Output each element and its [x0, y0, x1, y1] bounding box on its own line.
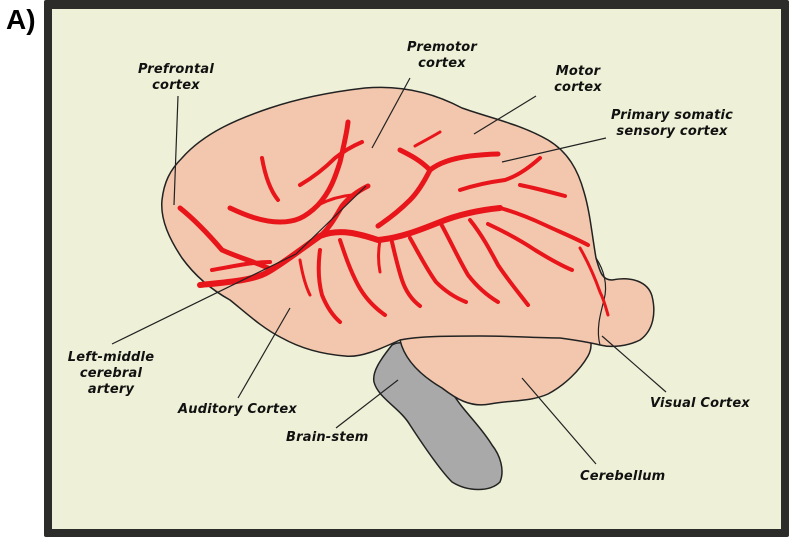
- label-premotor-line2: cortex: [382, 56, 502, 72]
- label-prefrontal: Prefrontal cortex: [120, 62, 232, 94]
- leader-visual: [602, 336, 666, 392]
- label-auditory-cortex: Auditory Cortex: [178, 402, 297, 418]
- label-artery-line3: artery: [56, 382, 166, 398]
- label-motor-line2: cortex: [528, 80, 628, 96]
- label-primary-somatic-line2: sensory cortex: [602, 124, 742, 140]
- leader-cerebellum: [522, 378, 596, 464]
- label-brain-stem: Brain-stem: [286, 430, 369, 446]
- label-primary-somatic: Primary somatic sensory cortex: [602, 108, 742, 140]
- label-primary-somatic-line1: Primary somatic: [602, 108, 742, 124]
- label-left-middle-cerebral-artery: Left-middle cerebral artery: [56, 350, 166, 398]
- cerebrum-shape: [162, 87, 654, 356]
- label-visual-cortex: Visual Cortex: [650, 396, 750, 412]
- label-cerebellum: Cerebellum: [580, 469, 665, 485]
- label-premotor-line1: Premotor: [382, 40, 502, 56]
- artery-branch: [379, 240, 381, 272]
- label-artery-line1: Left-middle: [56, 350, 166, 366]
- label-prefrontal-line1: Prefrontal: [120, 62, 232, 78]
- label-motor-line1: Motor: [528, 64, 628, 80]
- label-motor: Motor cortex: [528, 64, 628, 96]
- label-artery-line2: cerebral: [56, 366, 166, 382]
- leader-brainstem: [336, 380, 398, 428]
- label-prefrontal-line2: cortex: [120, 78, 232, 94]
- label-premotor: Premotor cortex: [382, 40, 502, 72]
